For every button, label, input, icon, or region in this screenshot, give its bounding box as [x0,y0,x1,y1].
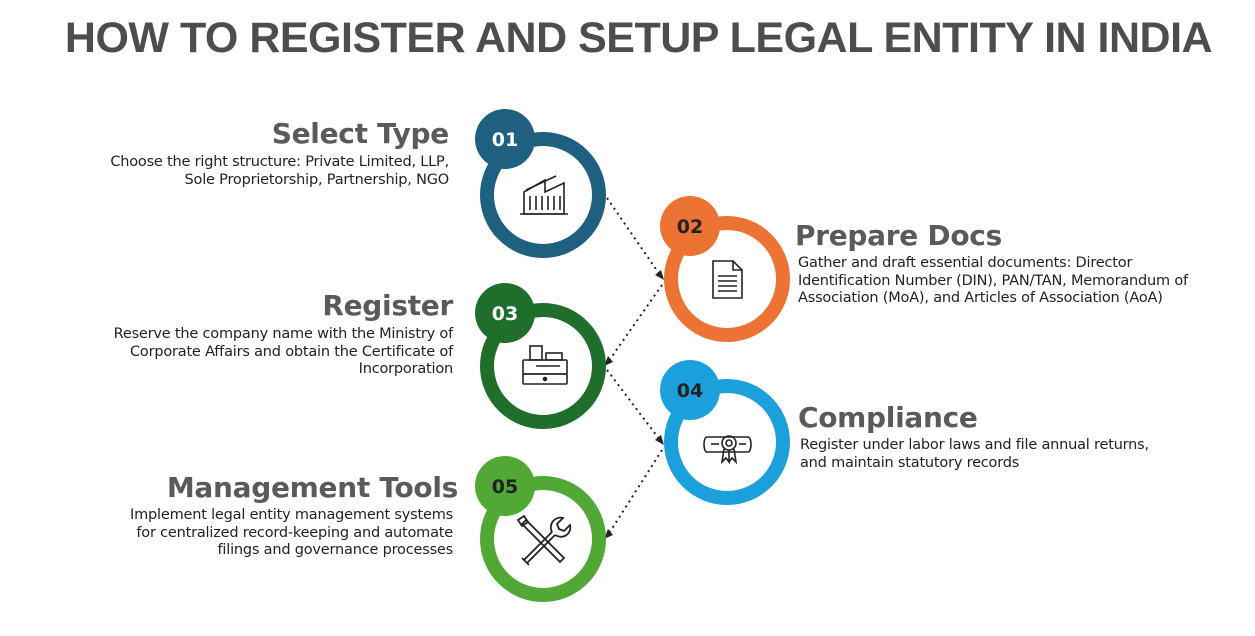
step-2-title: Prepare Docs [795,219,1002,252]
step-1-title: Select Type [271,117,450,150]
step-2-number: 02 [677,216,703,238]
step-2: 02 [660,196,790,342]
step-2-description: Gather and draft essential documents: Di… [798,255,1188,306]
step-5-title: Management Tools [166,471,458,504]
step-2-number-badge [660,196,720,256]
document-icon [712,260,743,299]
step-5: 05 [475,456,606,602]
connector-1-2 [606,197,661,276]
tools-icon [516,514,572,566]
arrowhead-3 [604,356,613,366]
step-4-number-badge [660,360,720,420]
step-3-number-badge [475,283,535,343]
connector-2-3 [607,284,663,363]
step-3-description: Reserve the company name with the Minist… [113,326,454,377]
step-3-title: Register [322,289,453,322]
page-title: HOW TO REGISTER AND SETUP LEGAL ENTITY I… [64,14,1213,62]
building-icon [520,175,568,215]
certificate-icon [703,435,752,465]
step-5-number: 05 [492,476,518,498]
step-1-number: 01 [492,129,518,151]
step-3: 03 [475,283,606,429]
connectors [606,197,663,536]
step-1: 01 [475,109,606,258]
connector-4-5 [607,449,663,536]
connector-3-4 [606,369,661,441]
cash-register-icon [522,345,568,385]
step-4: 04 [660,360,790,505]
arrowhead-2 [655,270,664,280]
arrowheads [604,270,664,539]
arrowhead-4 [655,435,664,445]
arrowhead-5 [604,529,613,539]
step-1-number-badge [475,109,535,169]
step-1-description: Choose the right structure: Private Limi… [110,154,449,188]
step-5-description: Implement legal entity management system… [130,507,453,558]
step-3-number: 03 [492,303,518,325]
step-4-title: Compliance [798,401,978,434]
step-5-number-badge [475,456,535,516]
step-4-description: Register under labor laws and file annua… [800,437,1149,471]
step-4-number: 04 [677,380,703,402]
